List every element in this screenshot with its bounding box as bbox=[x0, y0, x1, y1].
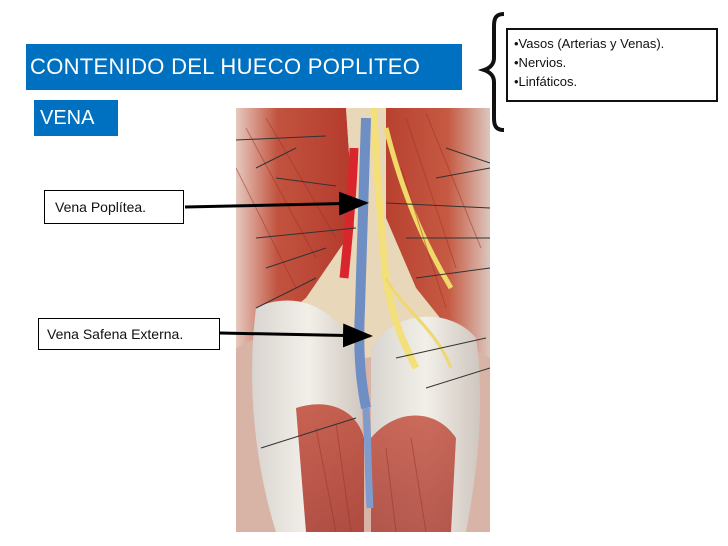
semimembranosus-muscle bbox=[236, 108, 354, 348]
fossa-floor bbox=[256, 108, 456, 358]
popliteal-fossa-illustration bbox=[236, 108, 490, 532]
contents-item-vasos: •Vasos (Arterias y Venas). bbox=[514, 36, 665, 51]
contents-item-nervios: •Nervios. bbox=[514, 55, 567, 70]
calf-muscle-lateral bbox=[371, 415, 456, 532]
slide-title: CONTENIDO DEL HUECO POPLITEO bbox=[26, 44, 462, 90]
pointer-lines bbox=[236, 135, 490, 449]
popliteal-artery bbox=[339, 147, 359, 279]
popliteal-vein bbox=[354, 117, 371, 409]
nerve-branch bbox=[384, 277, 453, 369]
biceps-femoris-muscle bbox=[386, 108, 490, 358]
contents-list-box: •Vasos (Arterias y Venas). •Nervios. •Li… bbox=[506, 28, 718, 102]
contents-item-linfaticos: •Linfáticos. bbox=[514, 74, 578, 89]
label-vena-safena-externa: Vena Safena Externa. bbox=[38, 318, 220, 350]
common-peroneal-nerve bbox=[383, 127, 454, 290]
small-saphenous-vein bbox=[362, 407, 374, 509]
label-vena-poplitea: Vena Poplítea. bbox=[44, 190, 184, 224]
section-label-vena: VENA bbox=[34, 100, 118, 136]
tibial-nerve bbox=[370, 108, 420, 370]
calf-muscle bbox=[296, 404, 364, 532]
